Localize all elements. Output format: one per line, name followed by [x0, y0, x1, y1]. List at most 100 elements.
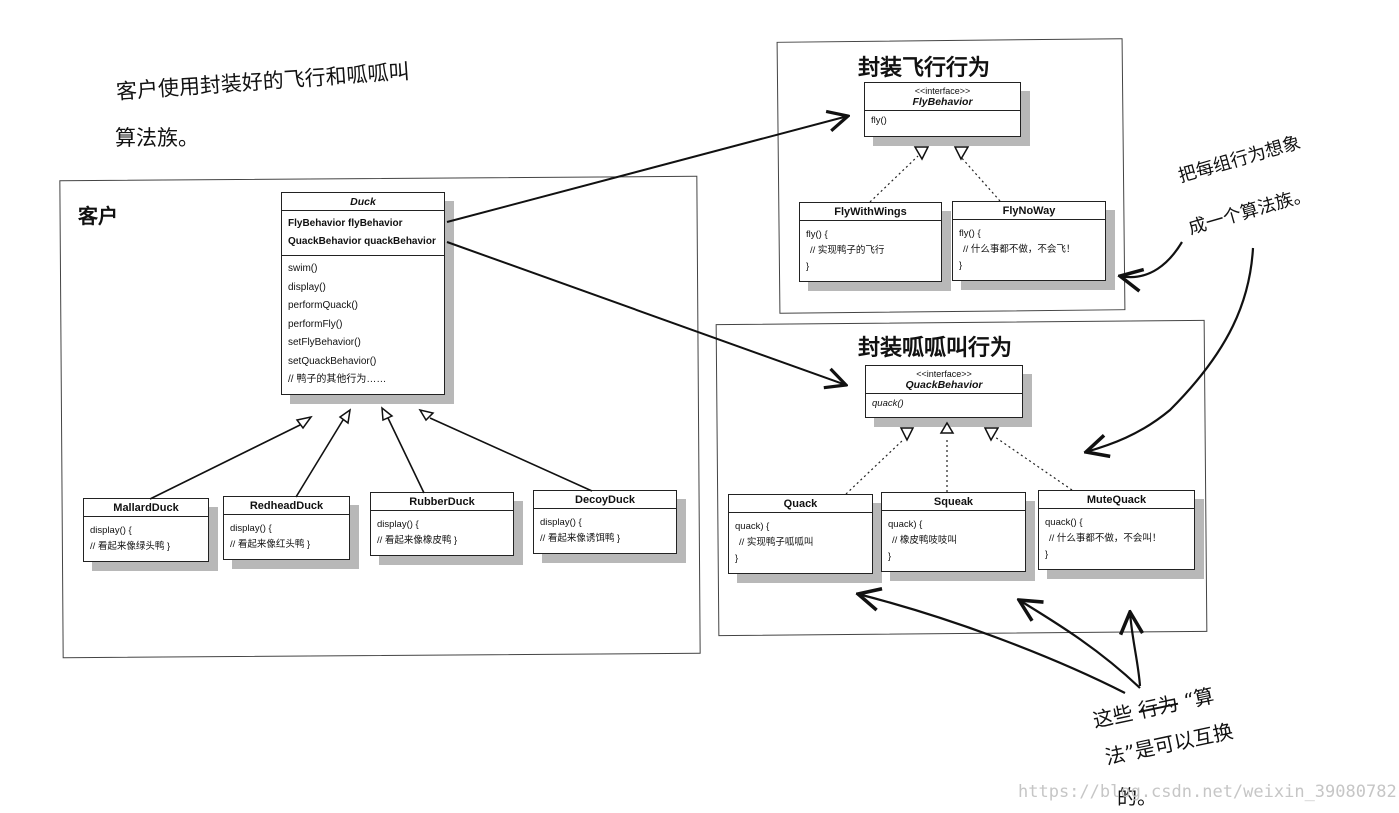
arrow-duck-to-quackbehavior: [446, 241, 846, 385]
arrow-duck-to-flybehavior: [446, 116, 848, 223]
squeak-line1: quack) {: [888, 519, 923, 530]
duck-inheritance-heads: [295, 406, 435, 430]
flybehavior-interface: <<interface>> FlyBehavior fly(): [864, 82, 1021, 137]
duck-method-performfly: performFly(): [288, 318, 343, 330]
flynoway-line2: // 什么事都不做，不会飞！: [963, 244, 1076, 255]
inherit-mallard: [149, 424, 301, 500]
duck-method-other: // 鸭子的其他行为……: [288, 374, 387, 385]
duck-method-swim: swim(): [288, 263, 318, 274]
flywithwings-line2: // 实现鸭子的飞行: [810, 245, 885, 256]
inherit-head-decoy: [418, 408, 435, 422]
quackbehavior-stereotype: <<interface>>: [916, 369, 972, 379]
flywithwings-line3: }: [806, 261, 810, 272]
rubberduck-name: RubberDuck: [371, 493, 513, 511]
duck-class: Duck FlyBehavior flyBehavior QuackBehavi…: [281, 192, 445, 395]
client-title: 客户: [78, 204, 118, 228]
realize-flywithwings: [869, 155, 919, 203]
flywithwings-line1: fly() {: [806, 229, 828, 240]
duck-method-setflybehavior: setFlyBehavior(): [288, 337, 361, 348]
inherit-head-rubber: [381, 406, 394, 422]
quackbehavior-interface: <<interface>> QuackBehavior quack(): [865, 365, 1023, 418]
realize-quack: [845, 439, 904, 495]
mutequack-line1: quack() {: [1045, 517, 1083, 528]
flywithwings-name: FlyWithWings: [800, 203, 941, 221]
quackbehavior-name: QuackBehavior: [905, 379, 983, 391]
inherit-head-redhead: [338, 408, 352, 425]
mallardduck-class: MallardDuck display() { // 看起来像绿头鸭 }: [83, 498, 209, 562]
note-client-uses-2: 算法族。: [115, 122, 199, 152]
duck-fields: FlyBehavior flyBehavior QuackBehavior qu…: [282, 211, 444, 256]
mutequack-name: MuteQuack: [1039, 491, 1194, 509]
rubberduck-line1: display() {: [377, 519, 419, 530]
realize-flynoway: [959, 155, 1001, 202]
flynoway-line3: }: [959, 260, 963, 271]
mutequack-line2: // 什么事都不做，不会叫！: [1049, 533, 1162, 544]
realize-head-flynoway: [953, 146, 970, 161]
realize-head-quack: [899, 427, 915, 442]
redheadduck-line2: // 看起来像红头鸭 }: [230, 539, 311, 550]
mallardduck-name: MallardDuck: [84, 499, 208, 517]
redheadduck-line1: display() {: [230, 523, 272, 534]
rubberduck-body: display() { // 看起来像橡皮鸭 }: [371, 511, 513, 555]
squeak-line2: // 橡皮鸭吱吱叫: [892, 535, 957, 546]
duck-class-name: Duck: [282, 193, 444, 211]
mutequack-class: MuteQuack quack() { // 什么事都不做，不会叫！ }: [1038, 490, 1195, 570]
quack-line1: quack) {: [735, 521, 770, 532]
squeak-line3: }: [888, 551, 892, 562]
mallardduck-body: display() { // 看起来像绿头鸭 }: [84, 517, 208, 561]
fly-title: 封装飞行行为: [858, 56, 991, 81]
quack-name: Quack: [729, 495, 872, 513]
decoyduck-name: DecoyDuck: [534, 491, 676, 509]
realize-mutequack: [994, 436, 1073, 491]
arrow-note-to-quack-panel: [1086, 247, 1255, 452]
redheadduck-class: RedheadDuck display() { // 看起来像红头鸭 }: [223, 496, 350, 560]
arrow-note-to-quack: [858, 594, 1126, 694]
quack-line3: }: [735, 553, 739, 564]
quack-realization: [845, 436, 1073, 495]
quackbehavior-header: <<interface>> QuackBehavior: [866, 366, 1022, 394]
flybehavior-name: FlyBehavior: [912, 96, 973, 108]
squeak-class: Squeak quack) { // 橡皮鸭吱吱叫 }: [881, 492, 1026, 572]
flybehavior-methods: fly(): [865, 111, 1020, 136]
quackbehavior-method-quack: quack(): [872, 398, 904, 409]
quack-title: 封装呱呱叫行为: [858, 336, 1013, 361]
inherit-head-mallard: [295, 415, 313, 430]
quack-line2: // 实现鸭子呱呱叫: [739, 537, 814, 548]
flybehavior-stereotype: <<interface>>: [914, 86, 971, 96]
note-interchangeable-3: 的。: [1117, 781, 1157, 810]
flynoway-name: FlyNoWay: [953, 202, 1105, 220]
mutequack-body: quack() { // 什么事都不做，不会叫！ }: [1039, 509, 1194, 569]
note-client-uses-line2: 算法族。: [115, 126, 199, 150]
fly-realization-heads: [913, 146, 970, 161]
redheadduck-name: RedheadDuck: [224, 497, 349, 515]
flybehavior-header: <<interface>> FlyBehavior: [865, 83, 1020, 111]
decoyduck-class: DecoyDuck display() { // 看起来像诱饵鸭 }: [533, 490, 677, 554]
mallardduck-line1: display() {: [90, 525, 132, 536]
duck-method-performquack: performQuack(): [288, 300, 359, 311]
flynoway-class: FlyNoWay fly() { // 什么事都不做，不会飞！ }: [952, 201, 1106, 281]
arrow-note-to-mutequack: [1130, 612, 1140, 687]
squeak-body: quack) { // 橡皮鸭吱吱叫 }: [882, 511, 1025, 571]
duck-method-display: display(): [288, 281, 326, 293]
arrow-note-to-flynoway: [1120, 241, 1183, 277]
rubberduck-class: RubberDuck display() { // 看起来像橡皮鸭 }: [370, 492, 514, 556]
note-de: 的。: [1117, 785, 1157, 809]
mutequack-line3: }: [1045, 549, 1049, 560]
decoyduck-line1: display() {: [540, 517, 582, 528]
flynoway-body: fly() { // 什么事都不做，不会飞！ }: [953, 220, 1105, 280]
quackbehavior-methods: quack(): [866, 394, 1022, 417]
realize-head-squeak: [939, 421, 955, 434]
duck-name: Duck: [350, 196, 376, 208]
flywithwings-body: fly() { // 实现鸭子的飞行 }: [800, 221, 941, 281]
inherit-rubber: [387, 417, 425, 494]
realize-head-flywithwings: [913, 146, 930, 161]
mallardduck-line2: // 看起来像绿头鸭 }: [90, 541, 171, 552]
duck-field-quack: QuackBehavior quackBehavior: [288, 236, 436, 247]
duck-method-setquackbehavior: setQuackBehavior(): [288, 355, 377, 367]
inherit-redhead: [295, 419, 344, 498]
rubberduck-line2: // 看起来像橡皮鸭 }: [377, 535, 458, 546]
realize-head-mutequack: [983, 427, 1000, 442]
fly-realization: [869, 155, 1001, 203]
quack-class: Quack quack) { // 实现鸭子呱呱叫 }: [728, 494, 873, 574]
